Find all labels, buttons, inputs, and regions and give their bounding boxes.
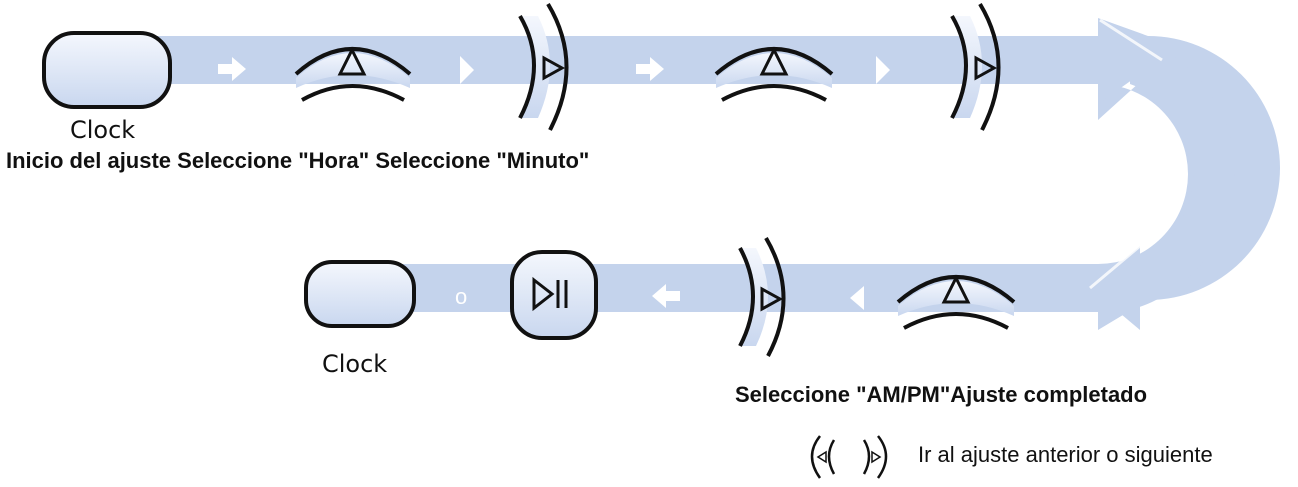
play-pause-icon: [510, 250, 598, 340]
up-dial-icon-2: [714, 46, 834, 102]
curve-highlight-top: [1099, 18, 1163, 62]
flow-arrow-left-icon: [652, 284, 680, 308]
legend-text: Ir al ajuste anterior o siguiente: [918, 442, 1213, 467]
flow-arrowhead-bottom: [1090, 246, 1140, 330]
clock-label-bottom: Clock: [322, 350, 388, 378]
flow-triangle-left-icon: [850, 286, 864, 310]
up-dial-icon-1: [294, 46, 412, 102]
right-dial-icon-3: [738, 236, 786, 357]
previous-dial-icon: [810, 435, 836, 479]
right-dial-icon-2: [950, 2, 1001, 131]
flow-triangle-icon-2: [876, 56, 890, 84]
steps-caption-top: Inicio del ajuste Seleccione "Hora" Sele…: [6, 148, 590, 173]
clock-button-bottom: [304, 260, 416, 328]
or-label: o: [455, 284, 468, 309]
curve-highlight-bottom: [1089, 244, 1141, 290]
clock-label-top: Clock: [70, 116, 136, 144]
next-dial-icon: [862, 435, 888, 479]
right-dial-icon-1: [518, 2, 569, 131]
flow-triangle-icon-1: [460, 56, 474, 84]
clock-button-top: [42, 31, 172, 109]
flow-arrow-icon-2: [636, 57, 664, 81]
flow-band-top: [120, 36, 1100, 84]
steps-caption-bottom: Seleccione "AM/PM"Ajuste completado: [735, 382, 1148, 407]
flow-arrowhead-top: [1098, 20, 1160, 104]
flow-curve: [1130, 36, 1235, 310]
up-dial-icon-3: [896, 274, 1016, 330]
flow-arrow-icon-1: [218, 57, 246, 81]
